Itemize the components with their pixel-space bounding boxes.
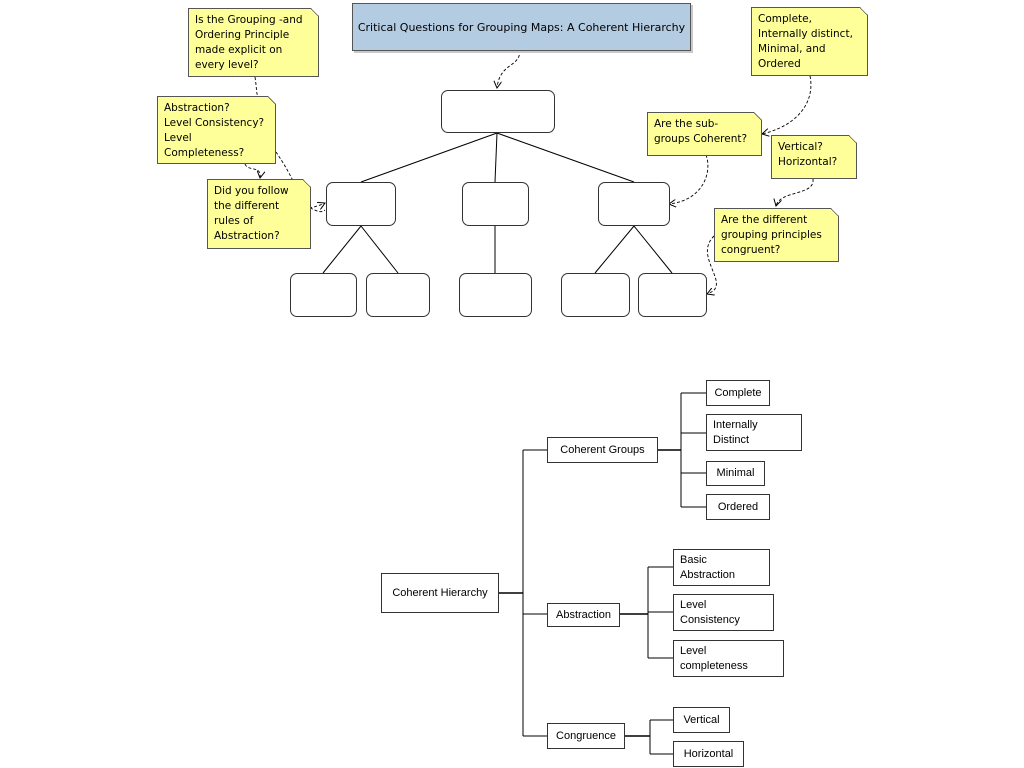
note-grouping-congruent: Are the different grouping principles co… <box>714 208 839 262</box>
hierarchy-level3-node <box>638 273 707 317</box>
tree-group-abstraction: Abstraction <box>547 603 620 627</box>
hierarchy-level2-node <box>462 182 529 226</box>
tree-connectors <box>498 392 706 755</box>
note-subgroups-coherent: Are the sub- groups Coherent? <box>647 112 762 156</box>
note-rules-of-abstraction: Did you follow the different rules of Ab… <box>207 179 311 249</box>
note-complete-distinct: Complete, Internally distinct, Minimal, … <box>751 7 868 76</box>
tree-root-node: Coherent Hierarchy <box>381 573 499 613</box>
hierarchy-level3-node <box>290 273 357 317</box>
tree-group-congruence: Congruence <box>547 723 625 749</box>
tree-group-coherent-groups: Coherent Groups <box>547 437 658 463</box>
note-vertical-horizontal: Vertical? Horizontal? <box>771 135 857 179</box>
annotation-connectors <box>244 49 814 294</box>
tree-leaf-complete: Complete <box>706 380 770 406</box>
hierarchy-connectors <box>322 132 673 274</box>
note-grouping-principle: Is the Grouping -and Ordering Principle … <box>188 8 319 77</box>
tree-leaf-level-completeness: Level completeness <box>673 640 784 677</box>
tree-leaf-level-consistency: Level Consistency <box>673 594 774 631</box>
tree-leaf-horizontal: Horizontal <box>673 741 744 767</box>
diagram-title: Critical Questions for Grouping Maps: A … <box>352 3 691 51</box>
tree-leaf-ordered: Ordered <box>706 494 770 520</box>
tree-leaf-minimal: Minimal <box>706 461 765 486</box>
hierarchy-level3-node <box>366 273 430 317</box>
hierarchy-level3-node <box>459 273 532 317</box>
hierarchy-level2-node <box>326 182 396 226</box>
tree-leaf-vertical: Vertical <box>673 707 730 733</box>
hierarchy-level2-node <box>598 182 670 226</box>
note-abstraction-level: Abstraction? Level Consistency? Level Co… <box>157 96 276 164</box>
tree-leaf-internally-distinct: Internally Distinct <box>706 414 802 451</box>
tree-leaf-basic-abstraction: Basic Abstraction <box>673 549 770 586</box>
hierarchy-level3-node <box>561 273 630 317</box>
hierarchy-top-node <box>441 90 555 133</box>
